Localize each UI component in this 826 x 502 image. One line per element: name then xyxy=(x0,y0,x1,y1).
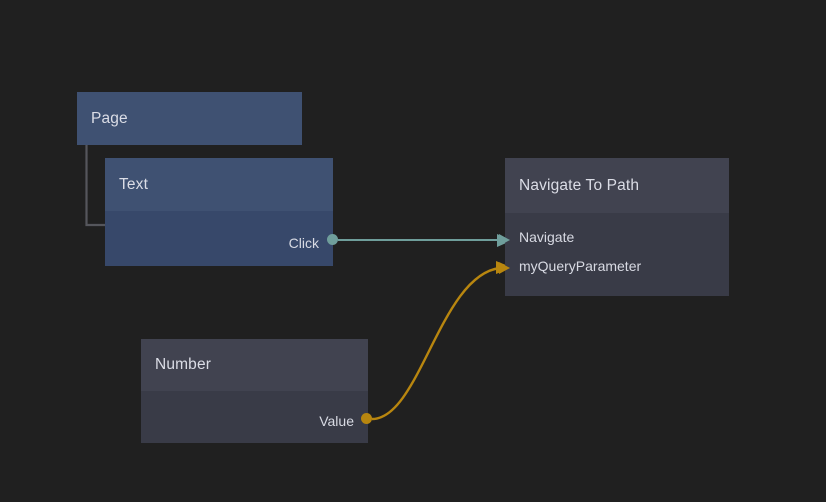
port-text-click-label: Click xyxy=(288,235,319,251)
port-dot-text-click[interactable] xyxy=(327,234,338,245)
edge-value-to-myqueryparameter[interactable] xyxy=(371,261,512,421)
node-text-title: Text xyxy=(105,158,333,211)
node-text[interactable]: Text Click xyxy=(105,158,333,266)
port-number-value[interactable]: Value xyxy=(319,411,354,431)
node-navigate-to-path-body: Navigate myQueryParameter xyxy=(505,213,729,296)
node-page-title: Page xyxy=(77,92,302,145)
port-my-query-parameter[interactable]: myQueryParameter xyxy=(519,256,641,276)
port-navigate-label: Navigate xyxy=(519,229,575,245)
port-arrow-my-query-parameter[interactable] xyxy=(499,262,510,274)
node-number[interactable]: Number Value xyxy=(141,339,368,443)
node-page[interactable]: Page xyxy=(77,92,302,145)
port-my-query-parameter-label: myQueryParameter xyxy=(519,258,642,274)
node-navigate-to-path[interactable]: Navigate To Path Navigate myQueryParamet… xyxy=(505,158,729,296)
node-number-title: Number xyxy=(141,339,368,391)
node-navigate-to-path-title: Navigate To Path xyxy=(505,158,729,213)
edge-value-to-myqueryparameter-path xyxy=(371,266,501,421)
tree-connector-page-to-text xyxy=(85,145,105,227)
edge-click-to-navigate[interactable] xyxy=(338,234,512,247)
node-number-body: Value xyxy=(141,391,368,443)
port-navigate[interactable]: Navigate xyxy=(519,227,574,247)
port-text-click[interactable]: Click xyxy=(289,233,319,253)
port-number-value-label: Value xyxy=(319,413,354,429)
port-dot-number-value[interactable] xyxy=(361,413,372,424)
port-arrow-navigate[interactable] xyxy=(499,234,510,246)
node-text-body: Click xyxy=(105,211,333,266)
